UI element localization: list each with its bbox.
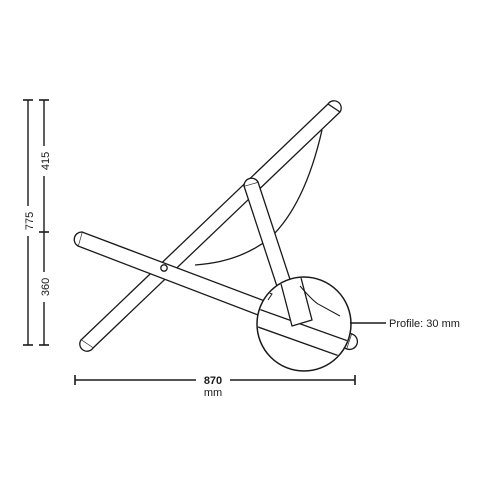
profile-leader: Profile: 30 mm <box>350 318 460 330</box>
upper-height-label-bg <box>36 146 52 176</box>
width-dimension: 870 mm <box>74 372 356 399</box>
total-height-label-bg <box>20 206 36 236</box>
detail-strut-section <box>279 278 313 327</box>
lower-height-label-bg <box>36 272 52 302</box>
seat-rail-left-end <box>73 231 83 247</box>
width-label: 870 <box>204 375 222 387</box>
seat-rail-right-end <box>346 333 359 351</box>
profile-label: Profile: 30 mm <box>389 318 460 330</box>
lower-height-dimension: 360 <box>36 232 52 346</box>
back-leg-foot <box>79 339 94 352</box>
width-unit-label: mm <box>204 387 222 399</box>
width-label-bg <box>196 372 230 388</box>
upper-height-label: 415 <box>40 152 52 170</box>
pivot-bolt <box>160 264 168 272</box>
back-leg <box>79 100 342 352</box>
upper-height-dimension: 415 <box>36 99 52 233</box>
detail-notch-line <box>299 285 341 317</box>
total-height-label: 775 <box>24 212 36 230</box>
total-height-dimension: 775 <box>20 99 36 346</box>
support-strut-top-end <box>243 177 259 187</box>
detail-rail-section <box>258 305 350 363</box>
detail-content <box>258 278 350 363</box>
deck-chair-drawing <box>73 100 359 372</box>
lower-height-label: 360 <box>40 278 52 296</box>
profile-detail-callout <box>256 276 352 372</box>
